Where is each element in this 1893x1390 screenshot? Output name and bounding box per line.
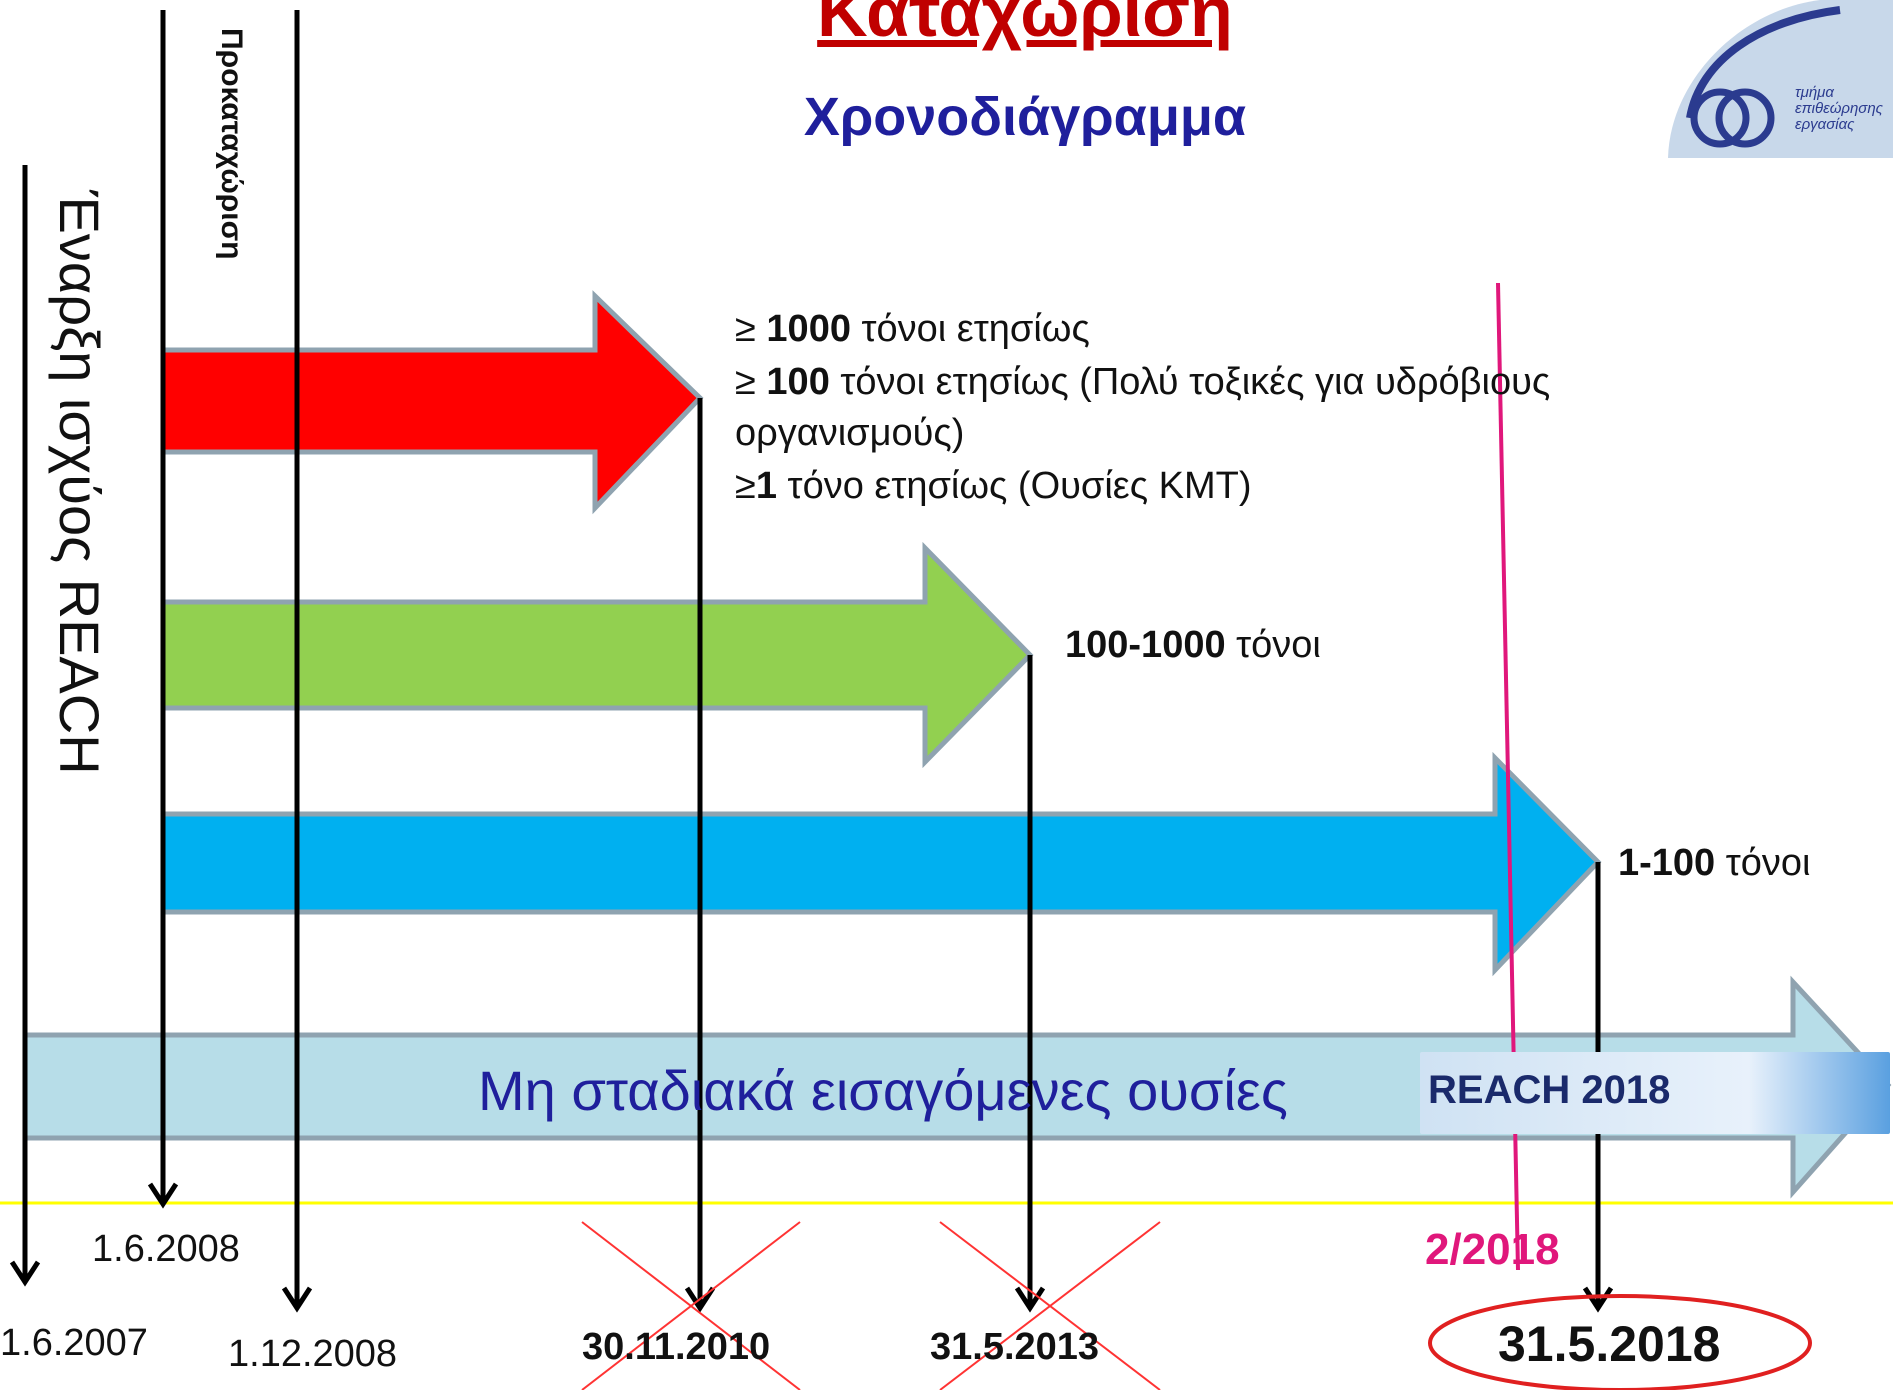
deadline-2013: 31.5.2013 (930, 1326, 1100, 1368)
tier-arrow-3 (160, 751, 1602, 977)
date-entry-into-force: 1.6.2007 (0, 1322, 148, 1364)
tier-1-line-2-prefix: ≥ (735, 361, 767, 403)
entry-into-force-label: Έναρξη ισχύος REACH (48, 190, 111, 775)
deadline-2018: 31.5.2018 (1498, 1316, 1721, 1372)
tier-1-line-3-text: οργανισμούς) (735, 412, 965, 454)
tier-1-line-4-bold: 1 (755, 465, 777, 507)
reach-2018-badge (1420, 1052, 1890, 1134)
deadline-2013-arrow (1014, 655, 1046, 1313)
marker-label: 2/2018 (1425, 1225, 1560, 1274)
tier-1-line-2-text: τόνοι ετησίως (Πολύ τοξικές για υδρόβιου… (829, 361, 1551, 403)
page-subtitle: Χρονοδιάγραμμα (803, 87, 1247, 147)
preregistration-label: Προκαταχώριση (215, 28, 248, 260)
tier-1-line-1-bold: 1000 (766, 308, 851, 350)
tier-3-label-bold: 1-100 (1618, 842, 1716, 884)
tier-1-line-3: οργανισμούς) (735, 412, 964, 455)
tier-2-label: 100-1000 τόνοι (1065, 624, 1321, 667)
non-phase-in-label: Μη σταδιακά εισαγόμενες ουσίες (478, 1059, 1288, 1122)
prereg-end-arrow (281, 10, 313, 1313)
tier-1-line-1-text: τόνοι ετησίως (850, 308, 1090, 350)
tier-1-line-2: ≥ 100 τόνοι ετησίως (Πολύ τοξικές για υδ… (735, 361, 1550, 404)
prereg-start-arrow (147, 10, 179, 1209)
logo-line-1: τμήμα (1795, 84, 1834, 101)
tier-1-line-1: ≥ 1000 τόνοι ετησίως (735, 308, 1090, 351)
logo-text: τμήμα επιθεώρησης εργασίας (1795, 85, 1883, 133)
non-phase-in-arrow (22, 975, 1892, 1199)
tier-1-line-4-text: τόνο ετησίως (Ουσίες ΚΜΤ) (777, 465, 1252, 507)
tier-arrow-2 (160, 541, 1034, 769)
entry-into-force-arrow (9, 165, 41, 1287)
tier-3-label-text: τόνοι (1715, 842, 1811, 884)
deadline-2018-circle (1428, 1294, 1812, 1390)
deadline-2010: 30.11.2010 (582, 1326, 771, 1368)
reach-2018-badge-text: REACH 2018 (1428, 1068, 1671, 1112)
tier-2-label-bold: 100-1000 (1065, 624, 1226, 666)
tier-1-line-1-prefix: ≥ (735, 308, 767, 350)
tier-1-line-2-bold: 100 (766, 361, 830, 403)
date-prereg-end: 1.12.2008 (228, 1333, 398, 1375)
tier-3-label: 1-100 τόνοι (1618, 842, 1810, 885)
deadline-2010-arrow (684, 398, 716, 1313)
date-prereg-start: 1.6.2008 (92, 1228, 240, 1270)
logo-line-2: επιθεώρησης (1795, 100, 1883, 117)
cross-2013 (939, 1221, 1161, 1390)
tier-1-line-4: ≥1 τόνο ετησίως (Ουσίες ΚΜΤ) (735, 465, 1251, 508)
cross-2010 (581, 1221, 801, 1390)
tier-2-label-text: τόνοι (1225, 624, 1321, 666)
logo-line-3: εργασίας (1795, 116, 1855, 133)
tier-1-line-4-prefix: ≥ (735, 465, 756, 507)
page-title: Καταχώριση (817, 0, 1233, 51)
logo (1668, 0, 1893, 158)
tier-arrow-1 (160, 290, 704, 515)
